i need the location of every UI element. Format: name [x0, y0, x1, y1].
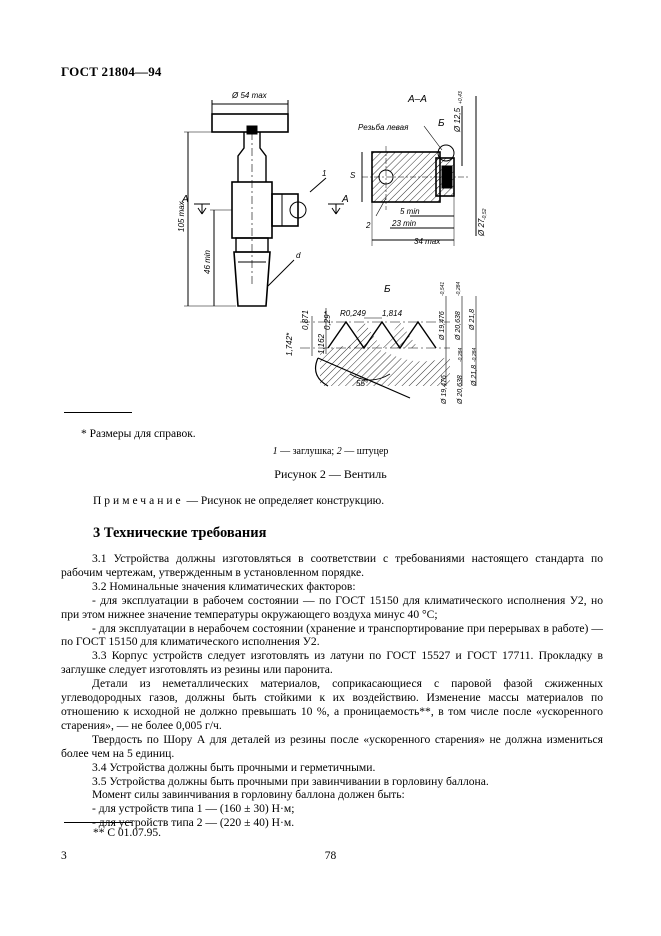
legend-text-1: — заглушка;: [277, 446, 337, 457]
valve-drawing: Ø 54 max А–А Резьба левая Б Ø 12,5 +0,43…: [177, 91, 488, 405]
paragraph: - для эксплуатации в нерабочем состоянии…: [61, 621, 603, 649]
page-number-left: 3: [61, 850, 67, 862]
document-header: ГОСТ 21804—94: [61, 64, 162, 79]
dim-d19476-top: Ø 19,476: [439, 311, 446, 341]
paragraph: - для устройств типа 2 — (220 ± 40) Н·м.: [92, 816, 295, 830]
paragraph: 3.4 Устройства должны быть прочными и ге…: [92, 760, 376, 774]
dim-angle55: 55°: [356, 379, 369, 388]
section-mark-a-left: А: [181, 194, 189, 205]
dim-029: 0,29*: [323, 310, 332, 330]
dim-d218-bot-tol: -0,284: [472, 348, 478, 362]
dim-r0249: R0,249: [340, 309, 366, 318]
footnote-rule: [64, 412, 132, 413]
dim-d12-5: Ø 12,5: [453, 107, 462, 133]
paragraph: - для эксплуатации в рабочем состоянии —…: [61, 593, 603, 621]
note-text: — Рисунок не определяет конструкцию.: [183, 495, 385, 507]
dim-d20638-bot-tol: -0,284: [458, 348, 464, 362]
dim-1814: 1,814: [382, 309, 403, 318]
dim-1162: 1,162: [317, 333, 326, 354]
dim-s: S: [350, 171, 356, 180]
dim-d20638-top: Ø 20,638: [455, 311, 462, 341]
figure-note: Примечание — Рисунок не определяет конст…: [93, 495, 384, 507]
footnote-reference-dims: * Размеры для справок.: [81, 428, 196, 440]
dim-m23: 23 min: [391, 219, 417, 228]
callout-d: d: [296, 251, 301, 260]
footnote-date: ** С 01.07.95.: [93, 827, 162, 839]
figure-caption: Рисунок 2 — Вентиль: [274, 467, 387, 481]
dim-d12-5-tol: +0,43: [458, 91, 464, 104]
dim-d19476-bot: Ø 19,476: [441, 375, 448, 405]
section-aa-title: А–А: [407, 94, 427, 105]
paragraph: - для устройств типа 1 — (160 ± 30) Н·м;: [92, 802, 295, 816]
dim-d27-tol: -0,52: [482, 208, 488, 220]
callout-2: 2: [365, 221, 371, 230]
dim-1742: 1,742*: [285, 332, 294, 356]
section-body: 3.1 Устройства должны изготовляться в со…: [61, 552, 603, 830]
section-mark-a-right: А: [341, 194, 349, 205]
paragraph: 3.1 Устройства должны изготовляться в со…: [61, 552, 603, 579]
dim-d20638-top-tol: -0,284: [456, 282, 462, 296]
dim-d218-top: Ø 21,8: [469, 309, 476, 331]
detail-b-mark: Б: [438, 118, 445, 129]
legend-text-2: — штуцер: [341, 446, 389, 457]
paragraph: 3.3 Корпус устройств следует изготовлять…: [61, 649, 603, 677]
dim-d27: Ø 27: [477, 218, 486, 237]
paragraph: Детали из неметаллических материалов, со…: [61, 677, 603, 732]
dim-d218-bot: Ø 21,8: [471, 365, 478, 387]
callout-1: 1: [322, 169, 326, 178]
dim-d19476-top-tol: -0,541: [440, 282, 446, 296]
legend-num-1: 1: [272, 446, 278, 457]
dim-h46: 46 min: [203, 249, 212, 274]
thread-left-label: Резьба левая: [358, 123, 409, 132]
dim-h105: 105 max: [177, 200, 186, 232]
paragraph: 3.2 Номинальные значения климатических ф…: [92, 579, 356, 593]
paragraph: 3.5 Устройства должны быть прочными при …: [92, 774, 489, 788]
paragraph: Момент силы завинчивания в горловину бал…: [92, 788, 405, 802]
dim-d54: Ø 54 max: [231, 91, 268, 100]
footnote-rule-2: [64, 822, 132, 823]
dim-d20638-bot: Ø 20,638: [457, 375, 464, 405]
dim-0871: 0,871: [301, 310, 310, 330]
page-number-center: 78: [324, 850, 337, 862]
figure-legend: 1 — заглушка; 2 — штуцер: [0, 446, 661, 457]
legend-num-2: 2: [336, 446, 342, 457]
detail-b-title: Б: [384, 284, 391, 295]
section-title: 3 Технические требования: [93, 525, 267, 541]
note-label: Примечание: [93, 495, 184, 507]
paragraph: Твердость по Шору А для деталей из резин…: [61, 732, 603, 760]
dim-m34: 34 max: [414, 237, 441, 246]
dim-m5: 5 min: [400, 207, 420, 216]
